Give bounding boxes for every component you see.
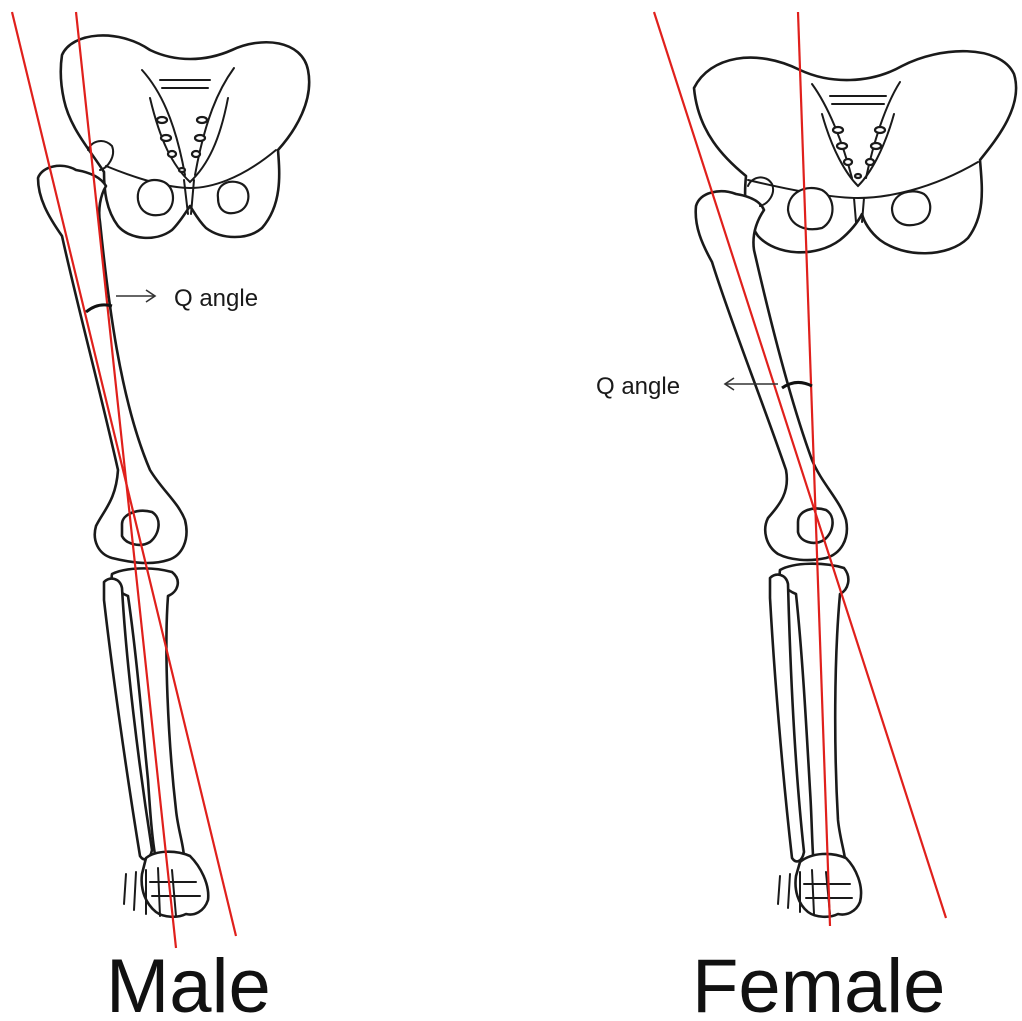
female-q-angle-label: Q angle	[596, 373, 680, 400]
male-q-angle-label: Q angle	[174, 285, 258, 312]
female-foot	[778, 854, 861, 917]
male-lower-leg	[104, 568, 184, 864]
male-q-angle-arrow	[116, 290, 155, 302]
female-skeleton	[694, 51, 1016, 917]
male-skeleton	[38, 35, 309, 916]
female-caption: Female	[692, 944, 945, 1021]
female-lower-leg	[770, 564, 848, 874]
male-caption: Male	[106, 944, 271, 1021]
